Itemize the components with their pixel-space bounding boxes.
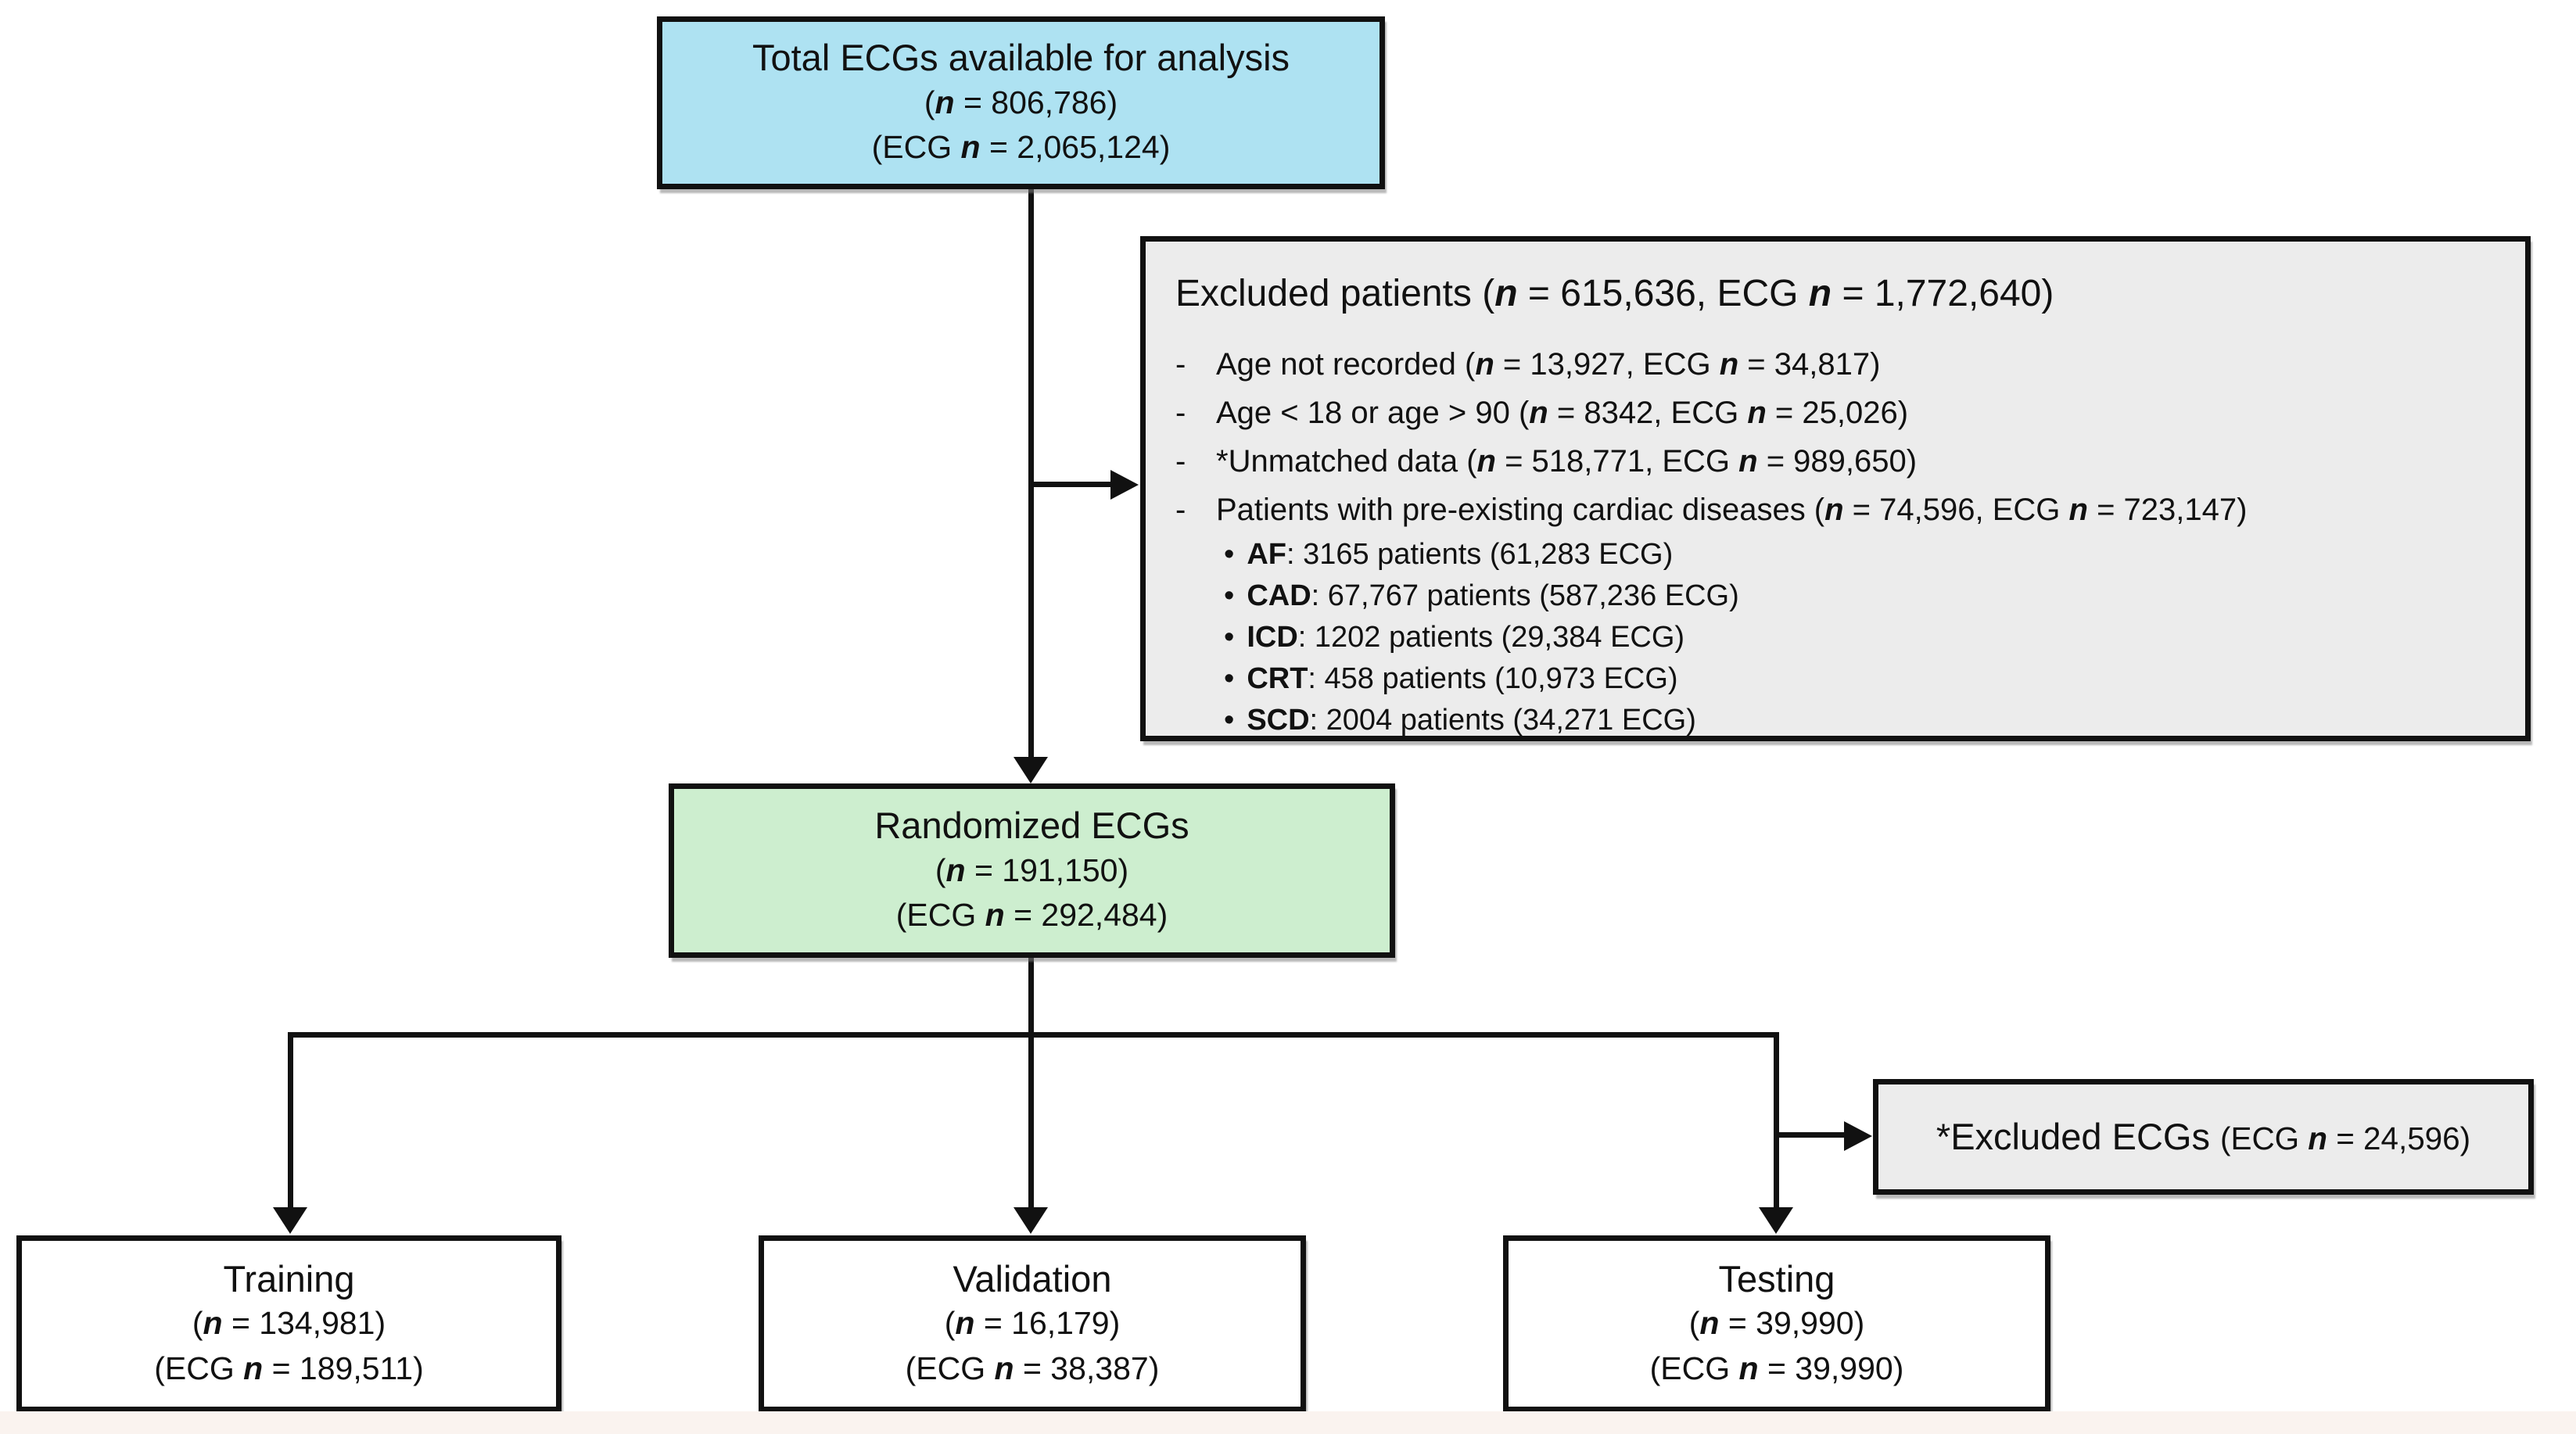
excluded-disease-crt: • CRT: 458 patients (10,973 ECG) (1175, 658, 1678, 700)
randomized-ecgs-title: Randomized ECGs (874, 805, 1189, 847)
excluded-reason-age-not-recorded: - Age not recorded (n = 13,927, ECG n = … (1175, 340, 1880, 389)
excluded-patients-header: Excluded patients (n = 615,636, ECG n = … (1175, 273, 2054, 314)
excluded-reason-unmatched-data: - *Unmatched data (n = 518,771, ECG n = … (1175, 437, 1917, 486)
connector-branch-to-testing (1774, 1032, 1779, 1209)
arrowhead-validation (1014, 1207, 1048, 1234)
connector-branch-horizontal (288, 1032, 1779, 1038)
arrowhead-testing (1759, 1207, 1793, 1234)
training-box: Training (n = 134,981) (ECG n = 189,511) (16, 1235, 561, 1412)
dash-marker: - (1175, 492, 1186, 527)
excluded-disease-scd: • SCD: 2004 patients (34,271 ECG) (1175, 700, 1696, 741)
excluded-disease-icd: • ICD: 1202 patients (29,384 ECG) (1175, 617, 1684, 658)
validation-box: Validation (n = 16,179) (ECG n = 38,387) (759, 1235, 1306, 1412)
training-patients-count: (n = 134,981) (192, 1305, 386, 1342)
excluded-disease-text: CAD: 67,767 patients (587,236 ECG) (1247, 579, 1739, 612)
excluded-patients-box: Excluded patients (n = 615,636, ECG n = … (1140, 236, 2531, 741)
excluded-ecgs-box: *Excluded ECGs (ECG n = 24,596) (1873, 1079, 2534, 1195)
arrowhead-randomized (1014, 757, 1048, 783)
connector-branch-to-training (288, 1032, 293, 1209)
bullet-marker: • (1224, 537, 1235, 571)
training-title: Training (223, 1257, 355, 1300)
bullet-marker: • (1224, 620, 1235, 654)
dash-marker: - (1175, 346, 1186, 382)
excluded-reason-text: Age < 18 or age > 90 (n = 8342, ECG n = … (1216, 395, 1909, 430)
total-ecgs-box: Total ECGs available for analysis (n = 8… (657, 16, 1385, 189)
connector-to-excluded-patients (1031, 482, 1114, 487)
excluded-disease-text: AF: 3165 patients (61,283 ECG) (1247, 537, 1674, 571)
connector-total-to-randomized (1028, 188, 1034, 760)
total-ecgs-patients-count: (n = 806,786) (924, 84, 1118, 120)
excluded-reason-text: *Unmatched data (n = 518,771, ECG n = 98… (1216, 443, 1918, 479)
excluded-ecgs-label: *Excluded ECGs (ECG n = 24,596) (1936, 1115, 2471, 1157)
excluded-disease-text: SCD: 2004 patients (34,271 ECG) (1247, 703, 1696, 737)
arrowhead-training (273, 1207, 307, 1234)
randomized-patients-count: (n = 191,150) (935, 851, 1129, 888)
bullet-marker: • (1224, 579, 1235, 612)
connector-to-excluded-ecgs (1776, 1132, 1848, 1138)
training-ecg-count: (ECG n = 189,511) (154, 1350, 424, 1386)
validation-title: Validation (953, 1257, 1112, 1300)
footer-strip (0, 1411, 2576, 1434)
randomized-ecg-count: (ECG n = 292,484) (895, 897, 1168, 934)
bullet-marker: • (1224, 661, 1235, 695)
excluded-reason-age-range: - Age < 18 or age > 90 (n = 8342, ECG n … (1175, 389, 1908, 437)
excluded-disease-text: CRT: 458 patients (10,973 ECG) (1247, 661, 1678, 695)
connector-randomized-to-branch (1028, 955, 1034, 1209)
testing-patients-count: (n = 39,990) (1688, 1305, 1865, 1342)
arrowhead-excluded-ecgs (1844, 1121, 1872, 1151)
dash-marker: - (1175, 395, 1186, 430)
validation-patients-count: (n = 16,179) (944, 1305, 1121, 1342)
bullet-marker: • (1224, 703, 1235, 737)
testing-ecg-count: (ECG n = 39,990) (1649, 1350, 1904, 1386)
excluded-disease-cad: • CAD: 67,767 patients (587,236 ECG) (1175, 575, 1739, 617)
testing-title: Testing (1718, 1257, 1835, 1300)
excluded-reason-text: Age not recorded (n = 13,927, ECG n = 34… (1216, 346, 1881, 382)
excluded-reason-text: Patients with pre-existing cardiac disea… (1216, 492, 2248, 527)
randomized-ecgs-box: Randomized ECGs (n = 191,150) (ECG n = 2… (669, 783, 1395, 958)
total-ecgs-ecg-count: (ECG n = 2,065,124) (871, 129, 1171, 166)
testing-box: Testing (n = 39,990) (ECG n = 39,990) (1503, 1235, 2050, 1412)
excluded-disease-af: • AF: 3165 patients (61,283 ECG) (1175, 534, 1673, 575)
validation-ecg-count: (ECG n = 38,387) (905, 1350, 1160, 1386)
dash-marker: - (1175, 443, 1186, 479)
excluded-disease-text: ICD: 1202 patients (29,384 ECG) (1247, 620, 1685, 654)
excluded-reason-preexisting-disease: - Patients with pre-existing cardiac dis… (1175, 486, 2247, 534)
total-ecgs-title: Total ECGs available for analysis (752, 37, 1290, 79)
arrowhead-excluded-patients (1110, 470, 1139, 500)
